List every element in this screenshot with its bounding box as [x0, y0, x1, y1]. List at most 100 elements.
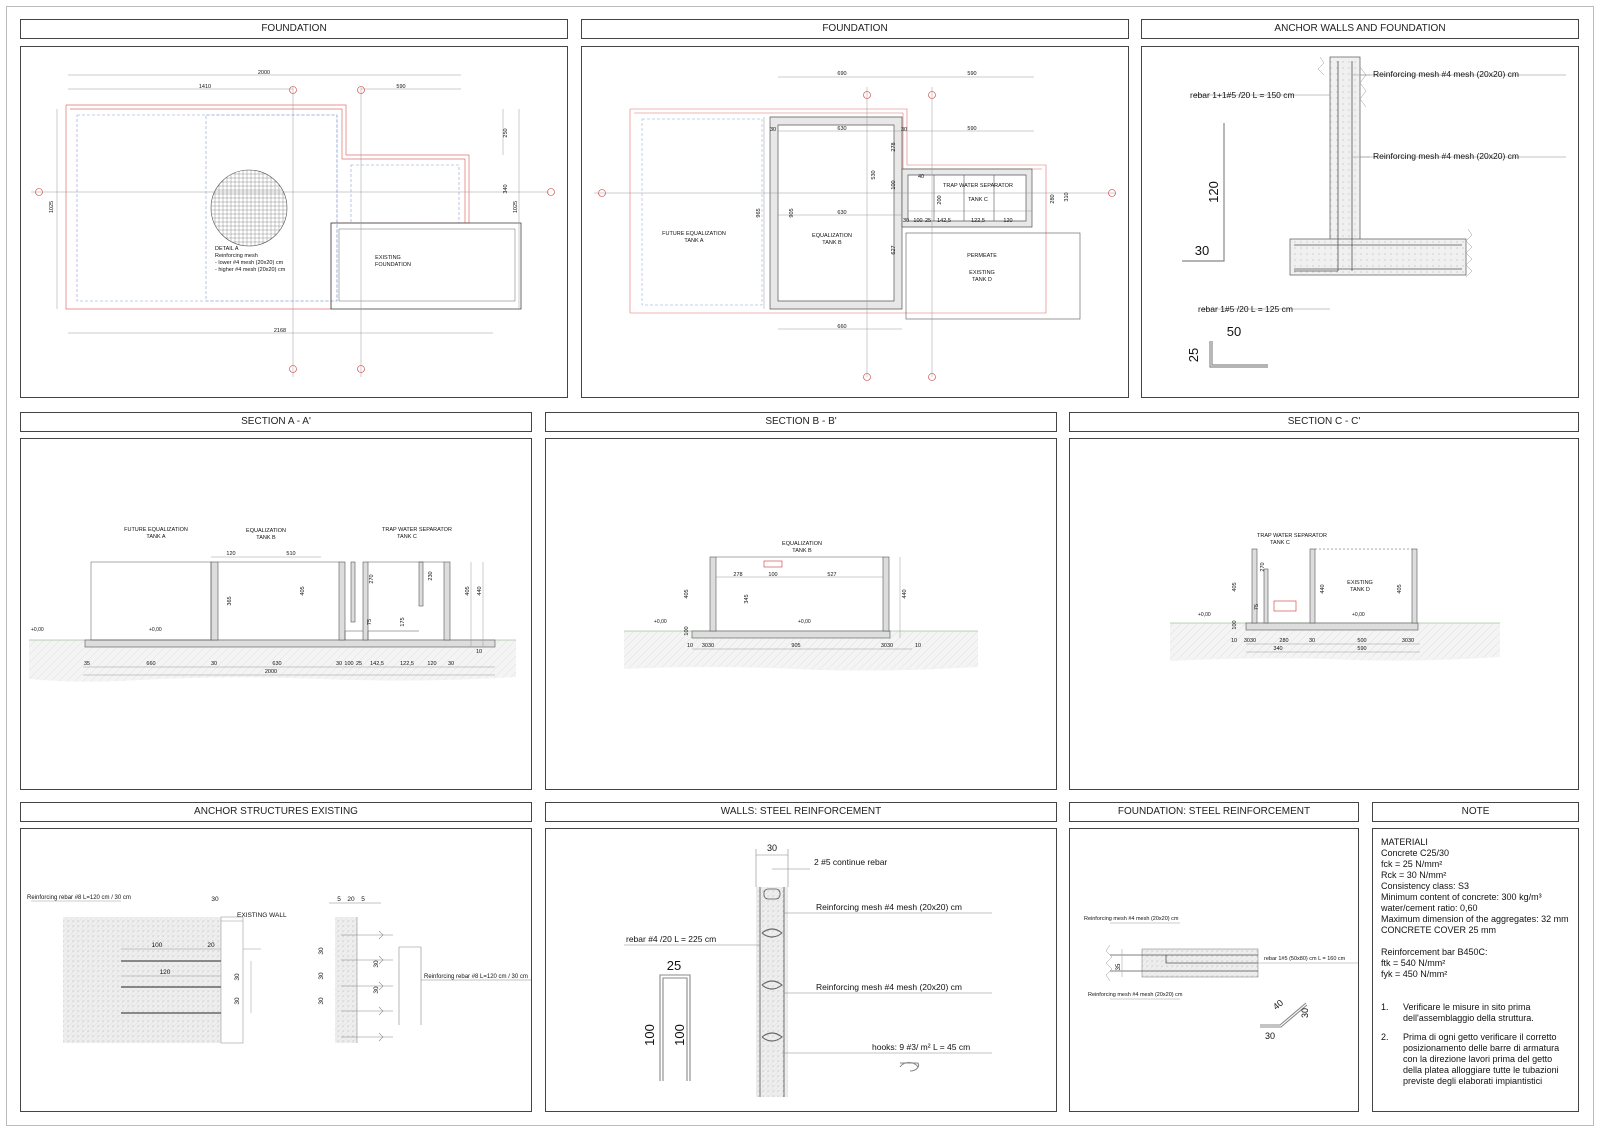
sc-dim-75: 75: [1254, 604, 1260, 610]
dim-340: 340: [503, 184, 509, 193]
sa-dim-100: 100: [344, 661, 353, 667]
note-line: Maximum dimension of the aggregates: 32 …: [1381, 914, 1569, 924]
dim-50: 50: [1227, 324, 1241, 339]
panel-title-note: NOTE: [1372, 802, 1579, 822]
dim-200: 200: [937, 195, 943, 204]
dim-2000: 2000: [258, 70, 270, 76]
panel-anchor-walls: Reinforcing mesh #4 mesh (20x20) cm Rein…: [1141, 46, 1579, 398]
label-trap-tank-c-2: TANK C: [968, 197, 988, 203]
fs-dim-35: 35: [1116, 963, 1122, 970]
detail-a-line2: - lower #4 mesh (20x20) cm: [215, 260, 284, 266]
dim-30: 30: [1195, 243, 1209, 258]
fs-rebar: rebar 1#5 (50x80) cm L = 160 cm: [1264, 956, 1346, 962]
label-trap-tank-c-1: TRAP WATER SEPARATOR: [943, 183, 1013, 189]
sb-dim-10-b: 10: [915, 643, 921, 649]
sa-label-future-2: TANK A: [146, 534, 165, 540]
note-item: 2.Prima di ogni getto verificare il corr…: [1381, 1032, 1560, 1086]
panel-walls-steel: 30 2 #5 continue rebar Reinforcing mesh …: [545, 828, 1057, 1112]
ae-dim-20-b: 20: [347, 896, 355, 903]
panel-foundation-1: 2000 1410 590 2168 250 340 1025 1025 DET…: [20, 46, 568, 398]
sc-dim-590: 590: [1357, 646, 1366, 652]
dim-1025-left: 1025: [49, 201, 55, 213]
sb-dim-10-a: 10: [687, 643, 693, 649]
sc-dim-500: 500: [1357, 638, 1366, 644]
panel-title-section-a: SECTION A - A': [20, 412, 532, 432]
dim-40: 40: [918, 174, 924, 180]
sc-dim-405-b: 405: [1397, 584, 1403, 593]
dim-100-h: 100: [913, 218, 922, 224]
ws-cont-rebar: 2 #5 continue rebar: [814, 857, 887, 867]
sa-dim-660: 660: [146, 661, 155, 667]
dim-280: 280: [1050, 194, 1056, 203]
note-line: Minimum content of concrete: 300 kg/m³: [1381, 892, 1542, 902]
sc-dim-340: 340: [1273, 646, 1282, 652]
fs-dim-40: 40: [1271, 998, 1285, 1012]
note-line: Rck = 30 N/mm²: [1381, 870, 1447, 880]
dim-25-a: 25: [925, 218, 931, 224]
drawing-foundation-steel: Reinforcing mesh #4 mesh (20x20) cm Rein…: [1084, 916, 1358, 1041]
panel-title-anchor-existing: ANCHOR STRUCTURES EXISTING: [20, 802, 532, 822]
ws-dim-100-b: 100: [672, 1024, 687, 1046]
dim-627: 627: [891, 245, 897, 254]
detail-a-line1: Reinforcing mesh: [215, 253, 258, 259]
sa-label-future-1: FUTURE EQUALIZATION: [124, 527, 188, 533]
sa-dim-510: 510: [286, 551, 295, 557]
dim-630-a: 630: [837, 126, 846, 132]
sb-dim-905: 905: [791, 643, 800, 649]
sb-dim-527: 527: [827, 572, 836, 578]
panel-section-a: FUTURE EQUALIZATION TANK A EQUALIZATION …: [20, 438, 532, 790]
panel-foundation-2: 690 590 630 590 630 660 965 905 278 530 …: [581, 46, 1129, 398]
sa-dim-120-b: 120: [427, 661, 436, 667]
label-existing-tank-d-2: TANK D: [972, 277, 992, 283]
ws-dim-30: 30: [767, 843, 777, 853]
panel-section-b: EQUALIZATION TANK B +0,00 +0,00 278 100 …: [545, 438, 1057, 790]
dim-30-b: 30: [901, 127, 907, 133]
detail-a-line3: - higher #4 mesh (20x20) cm: [215, 267, 286, 273]
sc-dim-270: 270: [1260, 562, 1266, 571]
dim-25: 25: [1186, 348, 1201, 362]
existing-foundation-1: EXISTING: [375, 255, 401, 261]
dim-30-a: 30: [770, 127, 776, 133]
sa-dim-405: 405: [300, 586, 306, 595]
sb-level-1: +0,00: [654, 619, 667, 625]
note-line: ftk = 540 N/mm²: [1381, 958, 1446, 968]
sb-dim-100-b: 100: [684, 626, 690, 635]
ae-dim-30-b: 30: [234, 997, 241, 1005]
sc-dim-280: 280: [1279, 638, 1288, 644]
sb-dim-3030-b: 3030: [881, 643, 893, 649]
sa-dim-230: 230: [428, 571, 434, 580]
label-equal-tank-b-2: TANK B: [822, 240, 842, 246]
note-item: 1.Verificare le misure in sito prima del…: [1381, 1002, 1534, 1023]
ae-dim-30-c: 30: [318, 947, 325, 955]
drawing-walls-steel: 30 2 #5 continue rebar Reinforcing mesh …: [624, 843, 992, 1097]
panel-title-walls-steel: WALLS: STEEL REINFORCEMENT: [545, 802, 1057, 822]
label-existing-tank-d-1: EXISTING: [969, 270, 995, 276]
anchor-existing-rebar-left: Reinforcing rebar #8 L=120 cm / 30 cm: [27, 895, 131, 901]
fs-dim-30-v: 30: [1300, 1008, 1310, 1018]
panel-anchor-existing: Reinforcing rebar #8 L=120 cm / 30 cm EX…: [20, 828, 532, 1112]
anchor-existing-wall-label: EXISTING WALL: [237, 912, 287, 919]
sa-dim-75: 75: [367, 619, 373, 625]
dim-690: 690: [837, 71, 846, 77]
sb-dim-440: 440: [902, 589, 908, 598]
sa-level-2: +0,00: [149, 627, 162, 633]
note-line: water/cement ratio: 0,60: [1381, 903, 1478, 913]
sa-label-trap-2: TANK C: [397, 534, 417, 540]
sa-dim-405-b: 405: [465, 586, 471, 595]
note-line: Reinforcement bar B450C:: [1381, 947, 1488, 957]
ae-dim-30-top: 30: [211, 896, 219, 903]
dim-30-c: 30: [903, 218, 909, 224]
sb-label-equal-2: TANK B: [792, 548, 812, 554]
drawing-foundation-plan-1: 2000 1410 590 2168 250 340 1025 1025 DET…: [31, 70, 555, 377]
sb-label-equal-1: EQUALIZATION: [782, 541, 822, 547]
sc-label-trap-1: TRAP WATER SEPARATOR: [1257, 533, 1327, 539]
dim-590: 590: [967, 71, 976, 77]
label-permeate: PERMEATE: [967, 253, 997, 259]
anchor-existing-rebar-right: Reinforcing rebar #8 L=120 cm / 30 cm: [424, 974, 528, 980]
label-future-tank-a-2: TANK A: [684, 238, 703, 244]
panel-title-foundation-2: FOUNDATION: [581, 19, 1129, 39]
dim-530: 530: [871, 170, 877, 179]
ws-dim-25: 25: [667, 958, 681, 973]
dim-250: 250: [503, 128, 509, 137]
drawing-section-c: TRAP WATER SEPARATOR TANK C EXISTING TAN…: [1170, 533, 1500, 661]
